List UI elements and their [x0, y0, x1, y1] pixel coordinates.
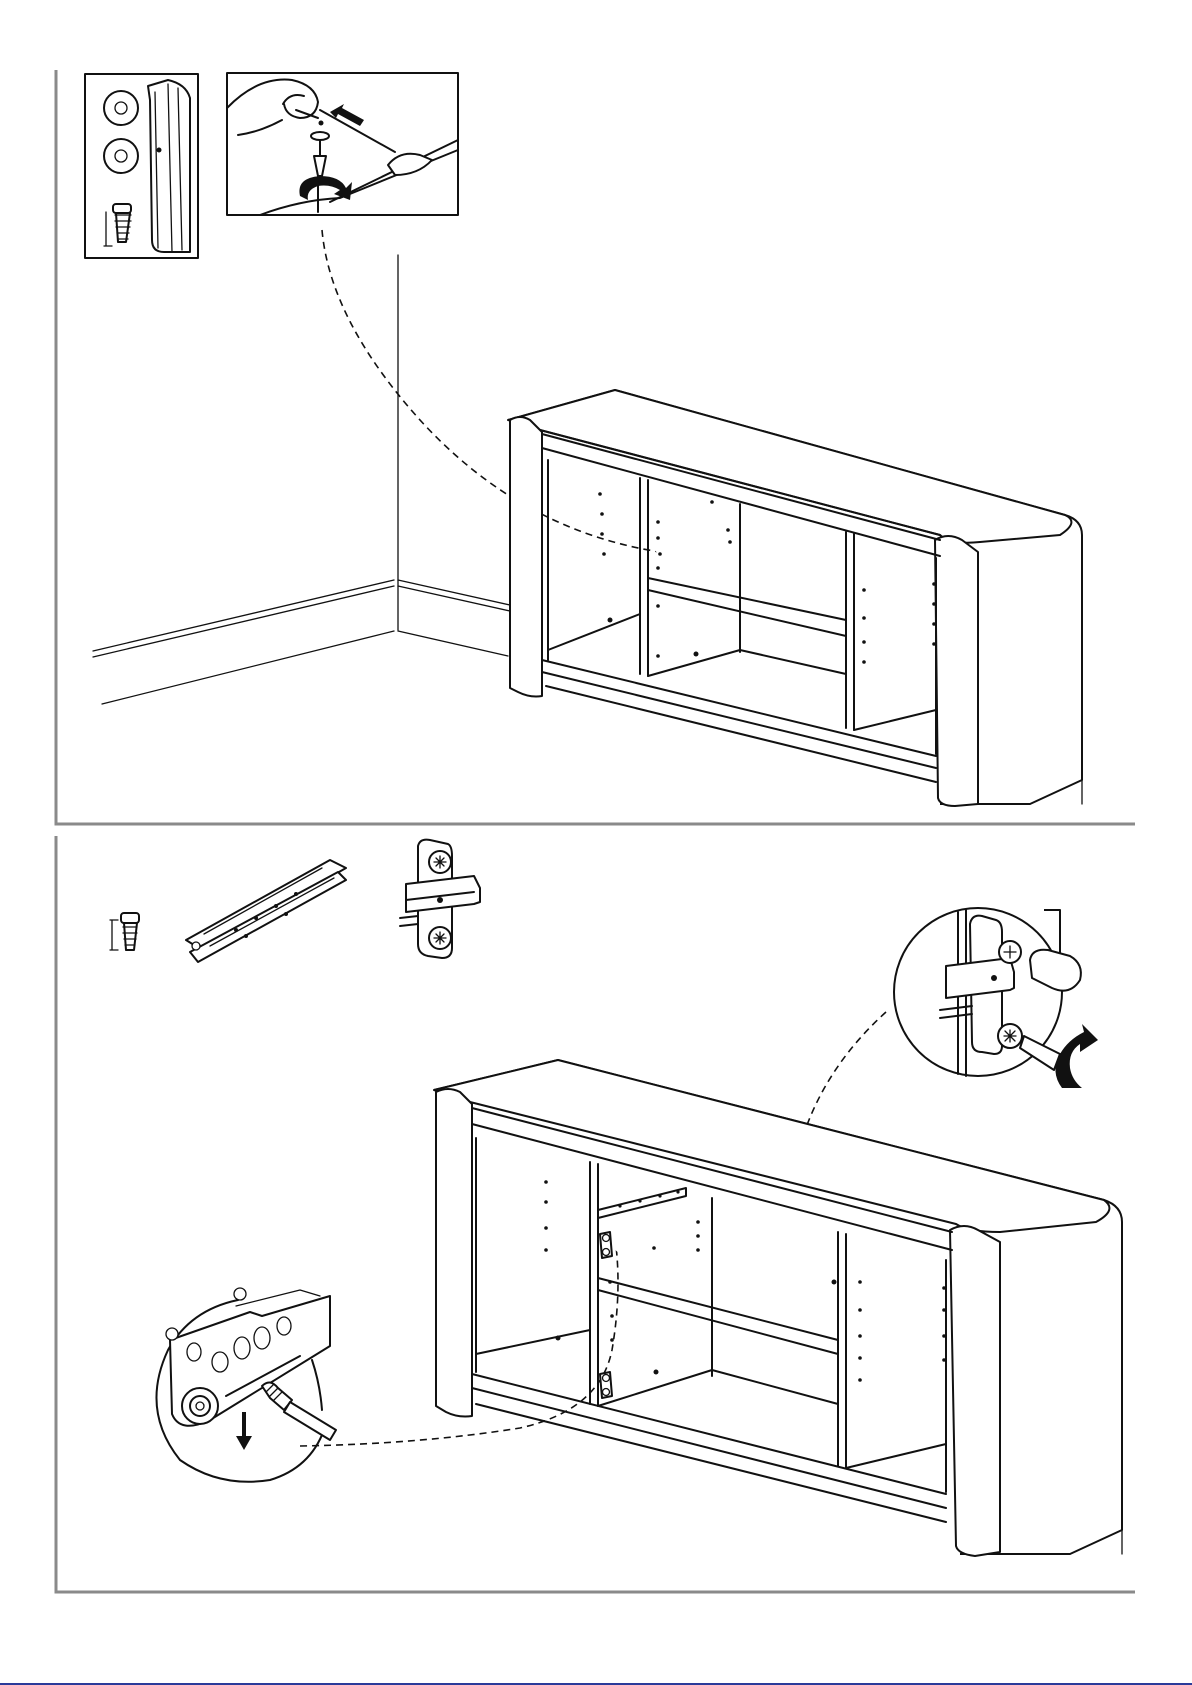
wall-anchor-detail-box: [227, 73, 458, 215]
runner-screw-detail: [156, 1288, 336, 1482]
room-corner: [93, 255, 510, 704]
strap-icon: [148, 80, 190, 252]
step-1-parts-box: [85, 74, 198, 258]
hinge-plate-icon: [400, 840, 480, 958]
hinge-screw-detail: [894, 908, 1098, 1088]
arrow-down-icon: [236, 1412, 252, 1450]
step-2-parts-row: [110, 840, 480, 962]
installed-hinge-plates: [600, 1232, 612, 1398]
cabinet-step-1: [508, 390, 1082, 806]
drawer-runner-icon: [186, 860, 346, 962]
screw-icon: [110, 913, 139, 950]
step-1-panel: [56, 70, 1135, 824]
step-2-panel: [56, 836, 1135, 1592]
cabinet-step-2: [434, 1060, 1122, 1556]
